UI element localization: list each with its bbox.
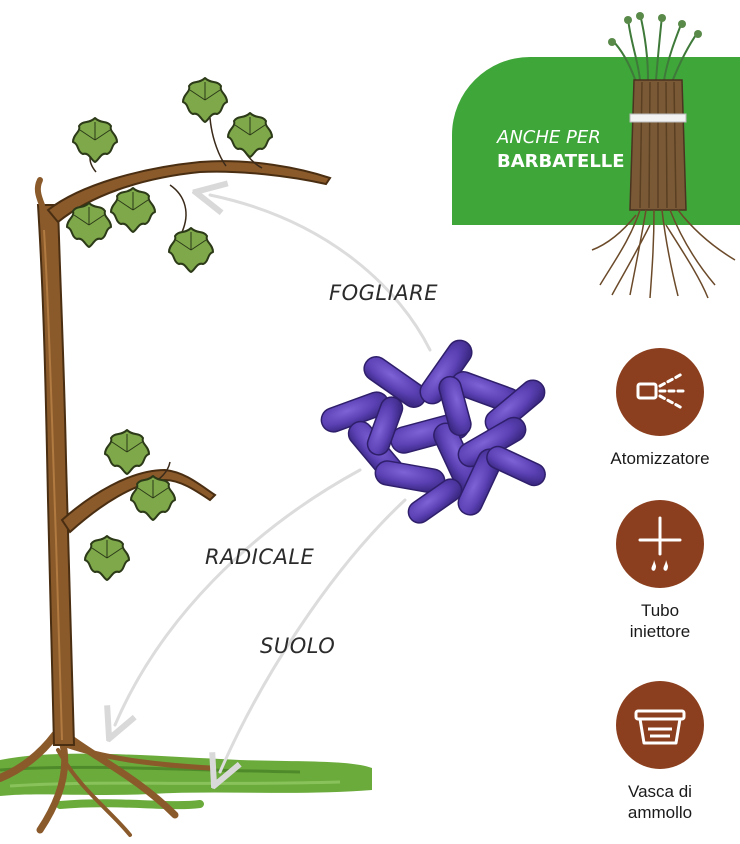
method-circle-sprayer — [616, 348, 704, 436]
arrow-foliar — [210, 195, 430, 350]
method-circle-injector — [616, 500, 704, 588]
method-injector: Tubo iniettore — [590, 500, 730, 642]
method-sprayer: Atomizzatore — [590, 348, 730, 469]
cuttings-bundle-image — [590, 10, 740, 300]
route-label-soil: SUOLO — [260, 634, 335, 658]
method-circle-tank — [616, 681, 704, 769]
route-label-foliar: FOGLIARE — [329, 281, 438, 305]
method-label-injector-text: Tubo iniettore — [615, 600, 705, 642]
method-label-tank: Vasca di ammollo — [590, 781, 730, 823]
method-tank: Vasca di ammollo — [590, 681, 730, 823]
banner-text-line1: ANCHE PER — [497, 127, 601, 148]
method-label-injector: Tubo iniettore — [590, 600, 730, 642]
method-label-tank-text: Vasca di ammollo — [600, 781, 720, 823]
injector-tube-icon — [616, 500, 704, 588]
route-label-root: RADICALE — [205, 545, 314, 569]
soaking-tank-icon — [616, 681, 704, 769]
microbe-cluster — [318, 336, 550, 528]
method-label-sprayer: Atomizzatore — [590, 448, 730, 469]
sprayer-icon — [616, 348, 704, 436]
